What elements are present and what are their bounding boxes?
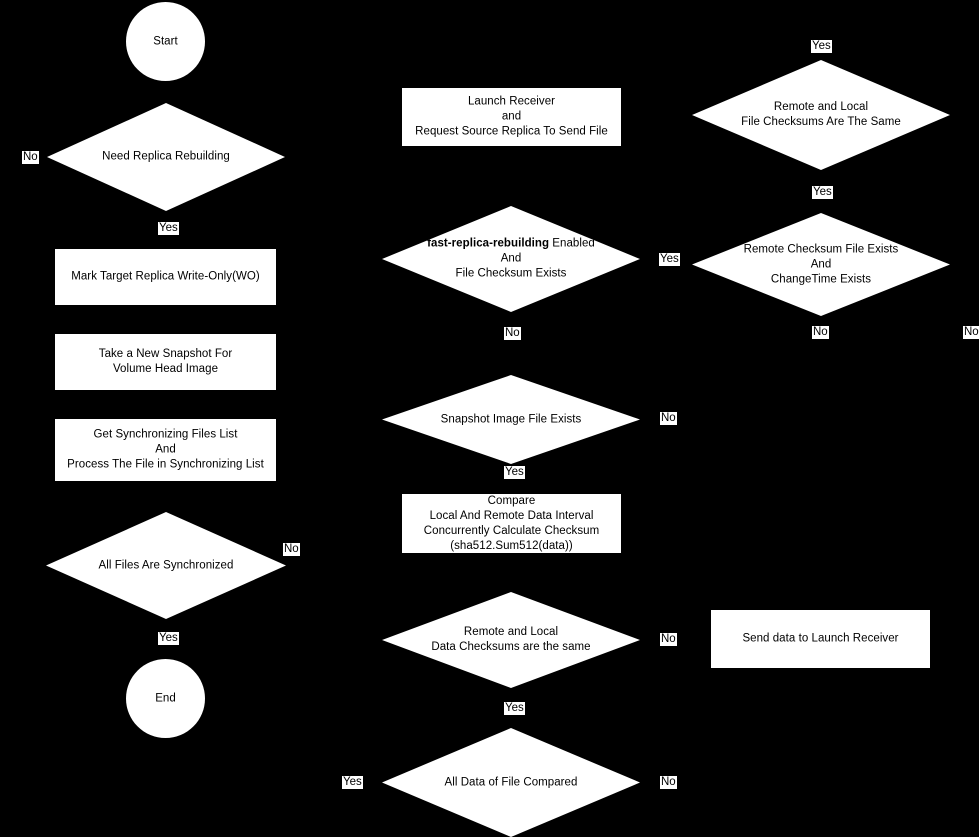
edge-label-data-checksums-yes: Yes (504, 702, 525, 715)
node-get-sync-files-label: Get Synchronizing Files List And Process… (67, 428, 264, 471)
node-send-data-to-launch-receiver[interactable]: Send data to Launch Receiver (711, 610, 930, 668)
node-launch-receiver-label: Launch Receiver and Request Source Repli… (415, 95, 608, 138)
edge-label-need-replica-rebuilding-no: No (22, 151, 39, 164)
edge-label-snapshot-image-file-exists-no: No (660, 412, 677, 425)
node-take-snapshot[interactable]: Take a New Snapshot For Volume Head Imag… (55, 334, 276, 390)
node-all-files-synchronized-label: All Files Are Synchronized (98, 559, 234, 571)
node-fast-replica-rebuilding-label: fast-replica-rebuilding Enabled And File… (382, 237, 640, 282)
fast-replica-rebuilding-rest: Enabled And File Checksum Exists (455, 237, 595, 280)
node-snapshot-image-file-exists[interactable]: Snapshot Image File Exists (382, 375, 640, 464)
node-fast-replica-rebuilding[interactable]: fast-replica-rebuilding Enabled And File… (382, 206, 640, 312)
node-take-snapshot-label: Take a New Snapshot For Volume Head Imag… (98, 348, 233, 375)
edge-label-fast-replica-rebuilding-yes: Yes (659, 253, 680, 266)
node-remote-checksum-file-exists[interactable]: Remote Checksum File Exists And ChangeTi… (692, 213, 950, 316)
edge-label-snapshot-image-file-exists-yes: Yes (504, 466, 525, 479)
edge-label-file-checksums-top-yes: Yes (811, 40, 832, 53)
edge-label-all-data-compared-no: No (660, 776, 677, 789)
edge-label-remote-checksum-file-no: No (812, 326, 829, 339)
node-end[interactable]: End (126, 659, 205, 738)
node-remote-local-data-checksums-label: Remote and Local Data Checksums are the … (431, 626, 591, 653)
node-need-replica-rebuilding-label: Need Replica Rebuilding (102, 150, 230, 163)
node-get-sync-files[interactable]: Get Synchronizing Files List And Process… (55, 419, 276, 481)
node-need-replica-rebuilding[interactable]: Need Replica Rebuilding (47, 103, 285, 211)
edge-label-fast-replica-rebuilding-no: No (504, 327, 521, 340)
node-all-data-of-file-compared[interactable]: All Data of File Compared (382, 728, 640, 837)
node-all-data-of-file-compared-label: All Data of File Compared (444, 776, 578, 788)
node-mark-target-replica-label: Mark Target Replica Write-Only(WO) (71, 270, 260, 283)
edge-label-file-checksums-bottom-yes: Yes (812, 186, 833, 199)
node-remote-local-data-checksums[interactable]: Remote and Local Data Checksums are the … (382, 592, 640, 688)
node-start-label: Start (153, 35, 178, 47)
node-remote-local-file-checksums-label: Remote and Local File Checksums Are The … (741, 101, 901, 128)
fast-replica-rebuilding-flag: fast-replica-rebuilding (427, 237, 550, 250)
node-end-label: End (155, 692, 176, 704)
edge-label-all-files-synchronized-yes: Yes (158, 632, 179, 645)
node-snapshot-image-file-exists-label: Snapshot Image File Exists (440, 413, 582, 425)
node-compare-data-interval-label: Compare Local And Remote Data Interval C… (423, 494, 600, 552)
node-start[interactable]: Start (126, 2, 205, 81)
node-remote-checksum-file-exists-label: Remote Checksum File Exists And ChangeTi… (743, 243, 899, 285)
node-launch-receiver[interactable]: Launch Receiver and Request Source Repli… (402, 88, 621, 146)
edge-label-all-files-synchronized-no: No (283, 543, 300, 556)
edge-label-data-checksums-no: No (660, 633, 677, 646)
node-send-data-to-launch-receiver-label: Send data to Launch Receiver (742, 632, 899, 645)
edge-label-all-data-compared-yes: Yes (342, 776, 363, 789)
node-compare-data-interval[interactable]: Compare Local And Remote Data Interval C… (402, 494, 621, 553)
node-mark-target-replica[interactable]: Mark Target Replica Write-Only(WO) (55, 249, 276, 305)
node-all-files-synchronized[interactable]: All Files Are Synchronized (46, 512, 286, 619)
edge-label-remote-checksum-file-right-no: No (963, 326, 979, 339)
edge-label-need-replica-rebuilding-yes: Yes (158, 222, 179, 235)
node-remote-local-file-checksums[interactable]: Remote and Local File Checksums Are The … (692, 60, 950, 170)
